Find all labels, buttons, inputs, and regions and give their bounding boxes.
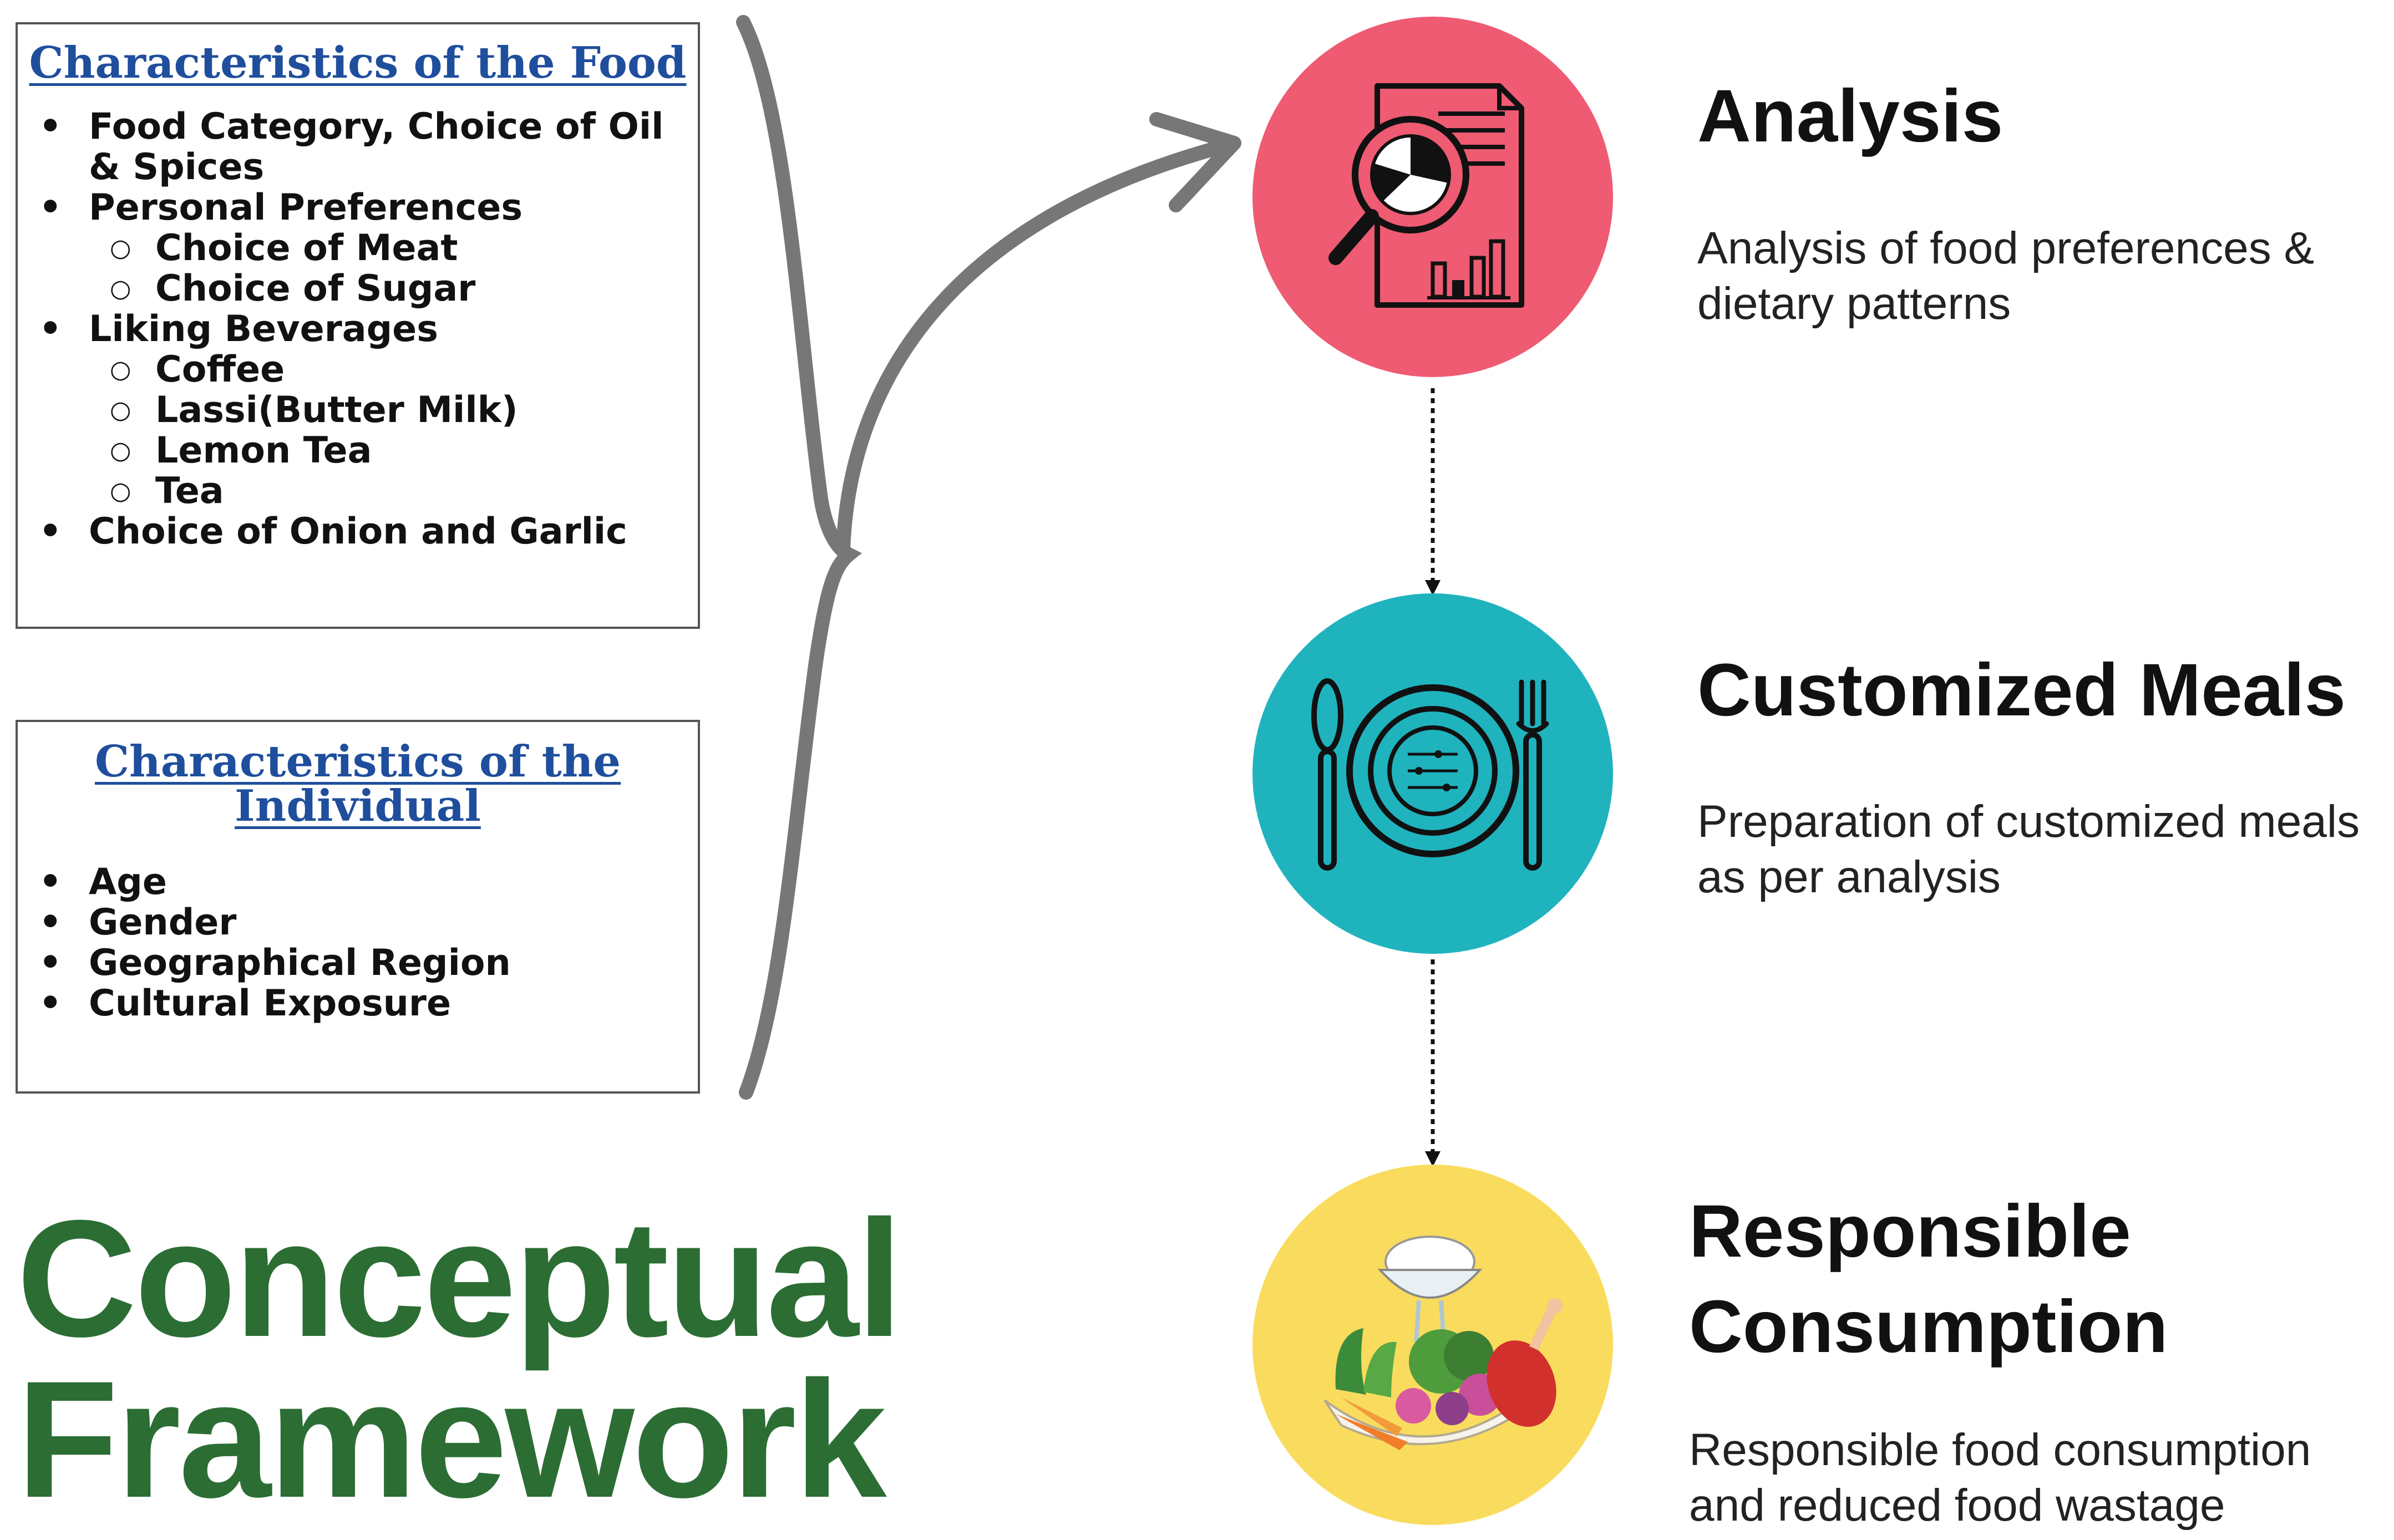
individual-box-title: Characteristics of the Individual: [94, 736, 621, 831]
sub-list-item: Coffee: [89, 349, 698, 390]
list-item: Geographical Region: [18, 943, 698, 983]
sub-list-item: Lassi(Butter Milk): [89, 390, 698, 430]
analysis-report-icon: [1328, 83, 1524, 308]
individual-characteristics-box: Characteristics of the Individual Age Ge…: [16, 720, 700, 1094]
customized-meals-description: Preparation of customized meals as per a…: [1697, 796, 2360, 902]
food-bowl-vegetables-icon: [1323, 1236, 1563, 1450]
curly-brace-connector: [736, 15, 862, 1100]
list-item: Gender: [18, 902, 698, 943]
arrowhead-icon: [1149, 112, 1241, 212]
sub-list: Coffee Lassi(Butter Milk) Lemon Tea Tea: [89, 349, 698, 511]
framework-title-line1: Conceptual: [17, 1185, 902, 1371]
framework-title: Conceptual Framework: [17, 1185, 902, 1532]
sub-list-item: Choice of Sugar: [89, 268, 698, 309]
list-item: Personal Preferences Choice of Meat Choi…: [18, 187, 698, 309]
sub-list-item: Tea: [89, 471, 698, 511]
framework-title-line2: Framework: [17, 1346, 887, 1532]
list-item: Choice of Onion and Garlic: [18, 511, 698, 552]
responsible-consumption-description: Responsible food consumption and reduced…: [1689, 1425, 2311, 1531]
responsible-consumption-heading: Responsible Consumption: [1689, 1190, 2168, 1368]
list-item: Cultural Exposure: [18, 983, 698, 1024]
food-characteristics-list: Food Category, Choice of Oil & Spices Pe…: [18, 106, 698, 552]
sub-list-item: Lemon Tea: [89, 430, 698, 471]
customized-meals-heading: Customized Meals: [1697, 649, 2346, 731]
analysis-description: Analysis of food preferences & dietary p…: [1697, 223, 2315, 329]
list-item: Age: [18, 862, 698, 902]
list-item: Liking Beverages Coffee Lassi(Butter Mil…: [18, 309, 698, 511]
food-box-title: Characteristics of the Food: [29, 38, 687, 88]
plate-cutlery-icon: [1311, 678, 1549, 871]
list-item: Food Category, Choice of Oil & Spices: [18, 106, 698, 187]
curved-arrow-to-analysis: [836, 137, 1239, 556]
food-characteristics-box: Characteristics of the Food Food Categor…: [16, 22, 700, 629]
analysis-heading: Analysis: [1697, 75, 2004, 157]
individual-characteristics-list: Age Gender Geographical Region Cultural …: [18, 862, 698, 1024]
sub-list: Choice of Meat Choice of Sugar: [89, 228, 698, 309]
analysis-circle: [1252, 17, 1613, 377]
responsible-consumption-circle: [1252, 1165, 1613, 1525]
customized-meals-circle: [1252, 593, 1613, 954]
sub-list-item: Choice of Meat: [89, 228, 698, 268]
